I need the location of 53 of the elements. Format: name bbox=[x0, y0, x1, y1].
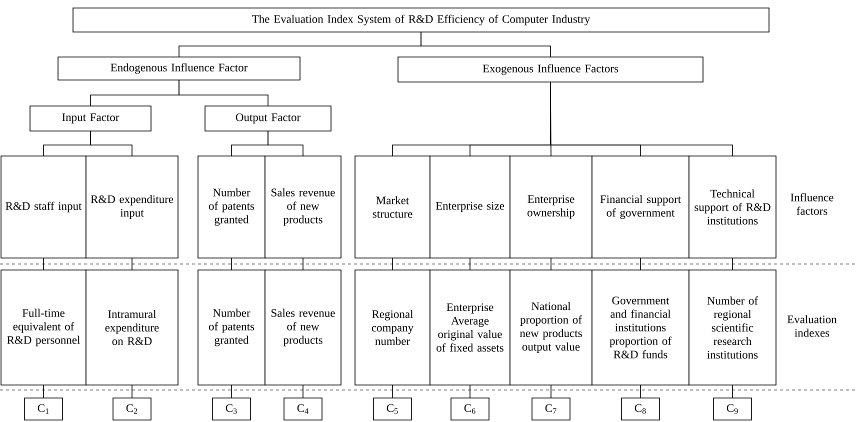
connector-line bbox=[43, 384, 44, 398]
category-box: Endogenous Influence Factor bbox=[58, 56, 300, 80]
connector-line bbox=[550, 258, 552, 270]
index-box: Number of regional scientific research institutions bbox=[688, 270, 776, 386]
index-box: Number of patents granted bbox=[198, 270, 266, 386]
connector-line bbox=[550, 82, 733, 156]
index-code-box: C$_{5}$ bbox=[373, 398, 412, 420]
index-box: Enterprise Average original value of fixed assets bbox=[430, 270, 510, 386]
influence-factor-box: Enterprise size bbox=[430, 156, 510, 258]
index-code-box: C$_{3}$ bbox=[212, 398, 251, 420]
influence-factor-box: Market structure bbox=[354, 156, 430, 258]
connector-line bbox=[550, 384, 552, 398]
index-box: Full-time equivalent of R&D personnel bbox=[0, 270, 86, 386]
title-box: The Evaluation Index System of R&D Efficiency of Computer Industry bbox=[72, 8, 770, 32]
connector-line bbox=[732, 258, 733, 270]
index-code-box: C$_{8}$ bbox=[621, 398, 660, 420]
connector-line bbox=[268, 130, 304, 156]
index-box: National proportion of new products output value bbox=[510, 270, 592, 386]
connector-line bbox=[732, 384, 733, 398]
index-box: Intramural expenditure on R&D bbox=[86, 270, 178, 386]
factor-box: Input Factor bbox=[30, 106, 152, 132]
index-code-box: C$_{6}$ bbox=[450, 398, 490, 420]
connector-line bbox=[640, 384, 641, 398]
connector-line bbox=[640, 258, 641, 270]
connector-line bbox=[392, 258, 393, 270]
row-label: Evaluation indexes bbox=[787, 315, 837, 337]
row-label: Influence factors bbox=[790, 193, 834, 215]
index-code-box: C$_{9}$ bbox=[713, 398, 752, 420]
index-box: Sales revenue of new products bbox=[264, 270, 342, 386]
connector-line bbox=[178, 80, 268, 106]
index-code-box: C$_{1}$ bbox=[24, 398, 63, 420]
connector-line bbox=[302, 258, 304, 270]
influence-factor-box: Technical support of R&D institutions bbox=[688, 156, 776, 258]
influence-factor-box: Financial support of government bbox=[592, 156, 690, 258]
influence-factor-box: Sales revenue of new products bbox=[264, 156, 342, 258]
index-code-box: C$_{7}$ bbox=[532, 398, 570, 420]
connector-line bbox=[90, 130, 132, 156]
influence-factor-box: R&D staff input bbox=[0, 156, 86, 258]
influence-factor-box: R&D expenditure input bbox=[86, 156, 178, 258]
connector-line bbox=[231, 384, 232, 398]
connector-line bbox=[392, 384, 393, 398]
influence-factor-box: Enterprise ownership bbox=[510, 156, 592, 258]
connector-line bbox=[43, 258, 44, 270]
influence-factor-box: Number of patents granted bbox=[198, 156, 266, 258]
connector-line bbox=[420, 32, 551, 58]
index-code-box: C$_{2}$ bbox=[112, 398, 152, 420]
connector-line bbox=[231, 258, 232, 270]
connector-line bbox=[302, 384, 304, 398]
index-box: Government and financial institutions proportion of R&D funds bbox=[592, 270, 690, 386]
index-box: Regional company number bbox=[354, 270, 430, 386]
category-box: Exogenous Influence Factors bbox=[398, 56, 704, 82]
index-code-box: C$_{4}$ bbox=[284, 398, 322, 420]
factor-box: Output Factor bbox=[204, 106, 332, 132]
